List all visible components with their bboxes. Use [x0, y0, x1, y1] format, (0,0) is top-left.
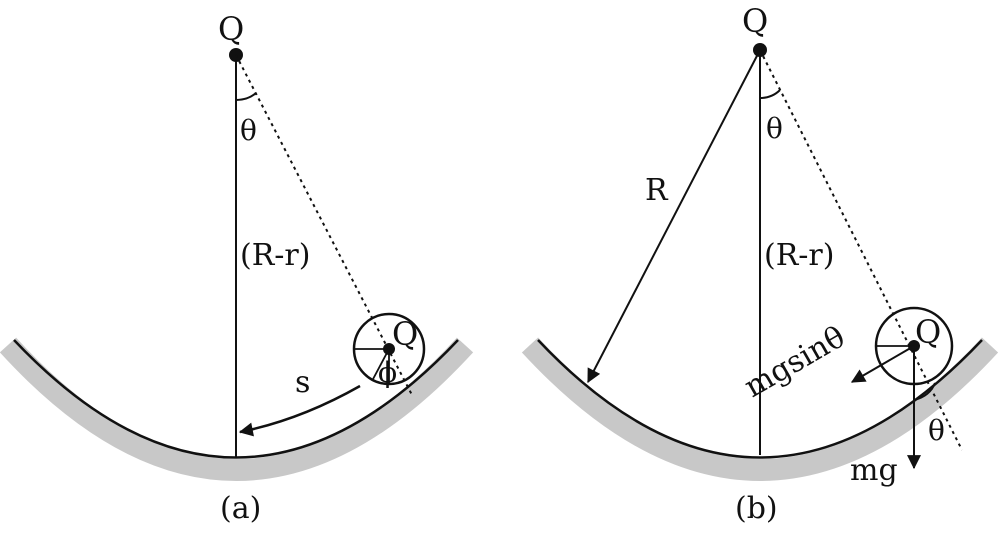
caption-a: (a) — [220, 491, 261, 526]
theta2-arc-b — [913, 382, 936, 401]
arc-s-label: s — [295, 365, 310, 400]
surface-b-edge — [537, 339, 983, 459]
caption-b: (b) — [735, 491, 778, 526]
theta2-label-b: θ — [928, 414, 945, 447]
panel-a: Q θ (R-r) Q ϕ s (a) — [0, 10, 474, 526]
theta-label-a: θ — [240, 114, 257, 147]
dashed-line-a — [235, 54, 413, 396]
surface-b-band — [521, 337, 999, 481]
ball-a-spoke-d — [371, 348, 390, 382]
theta-arc-a — [235, 92, 257, 101]
theta-arc-b — [759, 89, 781, 99]
tangent-force-label: mgsinθ — [739, 320, 852, 405]
ball-a-label: Q — [392, 315, 418, 353]
ball-b-label: Q — [915, 313, 941, 351]
surface-a-band — [0, 337, 474, 481]
length-label-a: (R-r) — [240, 238, 310, 273]
radius-label-b: R — [645, 173, 669, 208]
panel-b: Q R θ (R-r) Q mgsinθ mg θ (b) — [521, 2, 999, 526]
length-label-b: (R-r) — [764, 238, 834, 273]
dashed-line-b — [759, 49, 963, 451]
radius-arrow-b — [587, 49, 761, 384]
phi-label-a: ϕ — [378, 356, 397, 389]
tangent-force-arrow — [850, 345, 915, 383]
theta-label-b: θ — [766, 112, 783, 145]
weight-label: mg — [850, 453, 898, 488]
pivot-a-label: Q — [218, 10, 244, 48]
pivot-b-label: Q — [742, 2, 768, 40]
surface-a-edge — [13, 339, 459, 459]
arc-s-arrow — [238, 384, 361, 437]
